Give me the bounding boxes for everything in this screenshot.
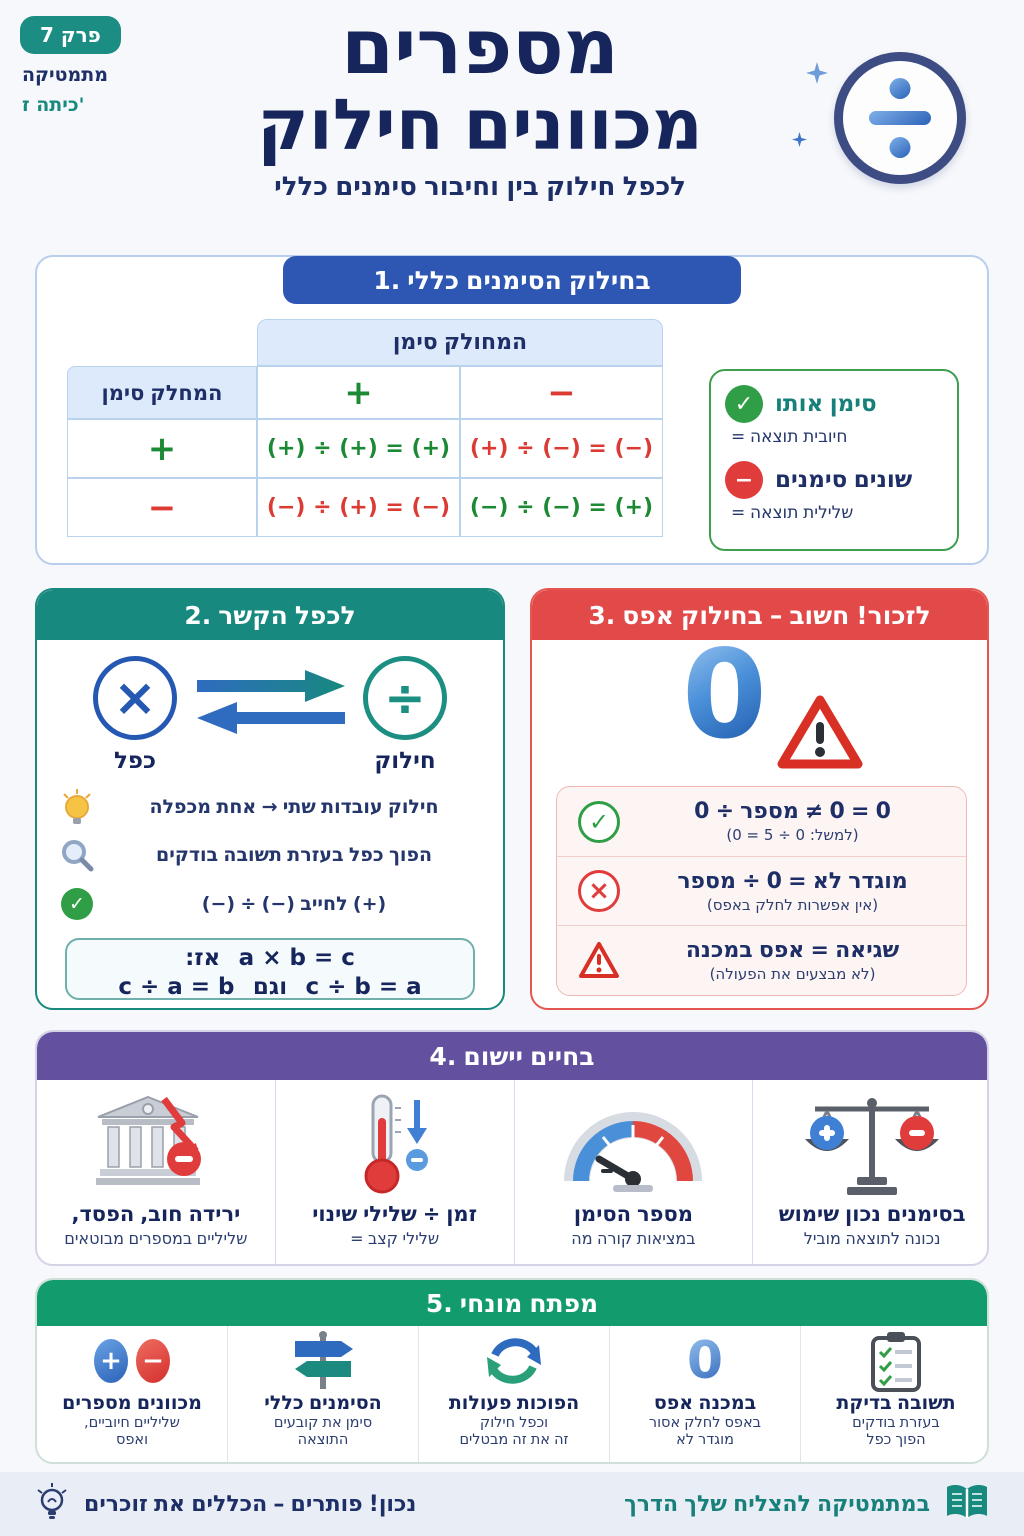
- rule2-note: (אין אפשרות לחלק באפס): [706, 895, 879, 914]
- zero-rules-box: ✓ 0÷מספר≠0=0 (למשל: 0 ÷ 5 = 0) × מספר÷0=…: [556, 786, 967, 996]
- multiplication-circle-icon: ×: [93, 656, 177, 740]
- cell-plus-minus: (+) ÷ (−) = (−): [460, 419, 663, 478]
- lightbulb-icon: [57, 788, 97, 826]
- two-way-arrows-icon: [195, 668, 347, 746]
- formula-line1: אז:a × b = c: [185, 945, 355, 971]
- multiplication-label: כפל: [113, 748, 157, 774]
- subject-label: מתמטיקה: [22, 64, 109, 86]
- thermometer-icon: [353, 1088, 437, 1202]
- open-book-icon: [944, 1482, 990, 1526]
- warning-triangle-small-icon: [571, 940, 627, 980]
- warning-triangle-icon: [774, 692, 866, 780]
- division-logo-icon: [834, 52, 966, 184]
- grade-label: כיתה ז': [22, 94, 85, 116]
- minus-circle-icon: −: [725, 461, 763, 499]
- bank-icon: [95, 1088, 216, 1202]
- check-circle-icon: ✓: [57, 888, 97, 920]
- x-outline-icon: ×: [571, 870, 627, 912]
- rule-zero-divided: ✓ 0÷מספר≠0=0 (למשל: 0 ÷ 5 = 0): [557, 787, 966, 856]
- column-minus-header: −: [460, 366, 663, 419]
- chapter-badge: פרק 7: [20, 16, 121, 54]
- gauge-icon: [563, 1088, 703, 1202]
- division-circle-icon: ÷: [363, 656, 447, 740]
- cell-minus-minus: (−) ÷ (−) = (+): [460, 478, 663, 537]
- sparkle-icon: [806, 62, 828, 88]
- rule3-note: (לא מבצעים את הפעולה): [709, 964, 876, 983]
- check-circle-icon: ✓: [725, 385, 763, 423]
- row-plus-header: +: [67, 419, 257, 478]
- division-label: חילוק: [374, 748, 436, 774]
- clipboard-icon: [869, 1330, 923, 1392]
- cycle-arrows-icon: [483, 1330, 545, 1392]
- column-plus-header: +: [257, 366, 460, 419]
- plus-minus-icon: + −: [94, 1330, 170, 1392]
- balance-scale-icon: [797, 1088, 947, 1202]
- magnifier-icon: [57, 838, 97, 872]
- title-line1: מספרים: [341, 2, 619, 91]
- zero-3d-icon: 0: [682, 624, 767, 766]
- zero-icon: 0: [686, 1331, 724, 1391]
- sparkle-icon: [792, 132, 807, 151]
- lightbulb-outline-icon: [34, 1482, 70, 1526]
- cell-minus-plus: (−) ÷ (+) = (−): [257, 478, 460, 537]
- check-outline-icon: ✓: [571, 800, 627, 843]
- rule1-example: (למשל: 0 ÷ 5 = 0): [726, 826, 859, 844]
- bullet-negative-pair: ✓ (−)÷(−)לחייב(+): [57, 888, 483, 920]
- cell-plus-plus: (+) ÷ (+) = (+): [257, 419, 460, 478]
- table-corner: [67, 319, 257, 366]
- signpost-icon: [285, 1330, 361, 1392]
- row-minus-header: −: [67, 478, 257, 537]
